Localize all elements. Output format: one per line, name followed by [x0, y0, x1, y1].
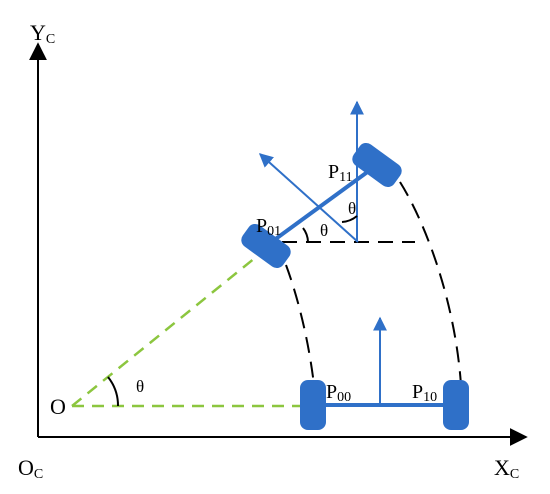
dashed-line-o-to-p01 [71, 248, 267, 407]
heading-arrow-upper [258, 153, 359, 243]
angle-arc-vertical [341, 215, 358, 223]
wheel-p00 [300, 380, 326, 430]
initial-axle [300, 316, 469, 430]
angle-label-vertical: θ [348, 199, 356, 218]
label-p11: P11 [328, 161, 353, 185]
trajectory-arc-outer [399, 181, 462, 386]
y-axis-label: YC [30, 20, 55, 47]
angle-label-o: θ [136, 377, 144, 396]
origin-label: OC [18, 455, 43, 482]
label-p00: P00 [326, 381, 351, 405]
wheel-p10 [443, 380, 469, 430]
x-axis-label: XC [494, 455, 519, 482]
trajectory-arc-inner [285, 264, 315, 386]
angle-arc-p01 [302, 227, 309, 243]
label-o: O [50, 394, 66, 419]
label-p10: P10 [412, 381, 437, 405]
label-p01: P01 [256, 215, 281, 239]
angle-arc-o [107, 376, 120, 407]
angle-label-p01: θ [320, 221, 328, 240]
wheel-p11 [352, 142, 402, 188]
wheel-p01 [241, 223, 291, 269]
rotated-axle [241, 100, 402, 269]
axle-bar-upper [264, 163, 379, 248]
